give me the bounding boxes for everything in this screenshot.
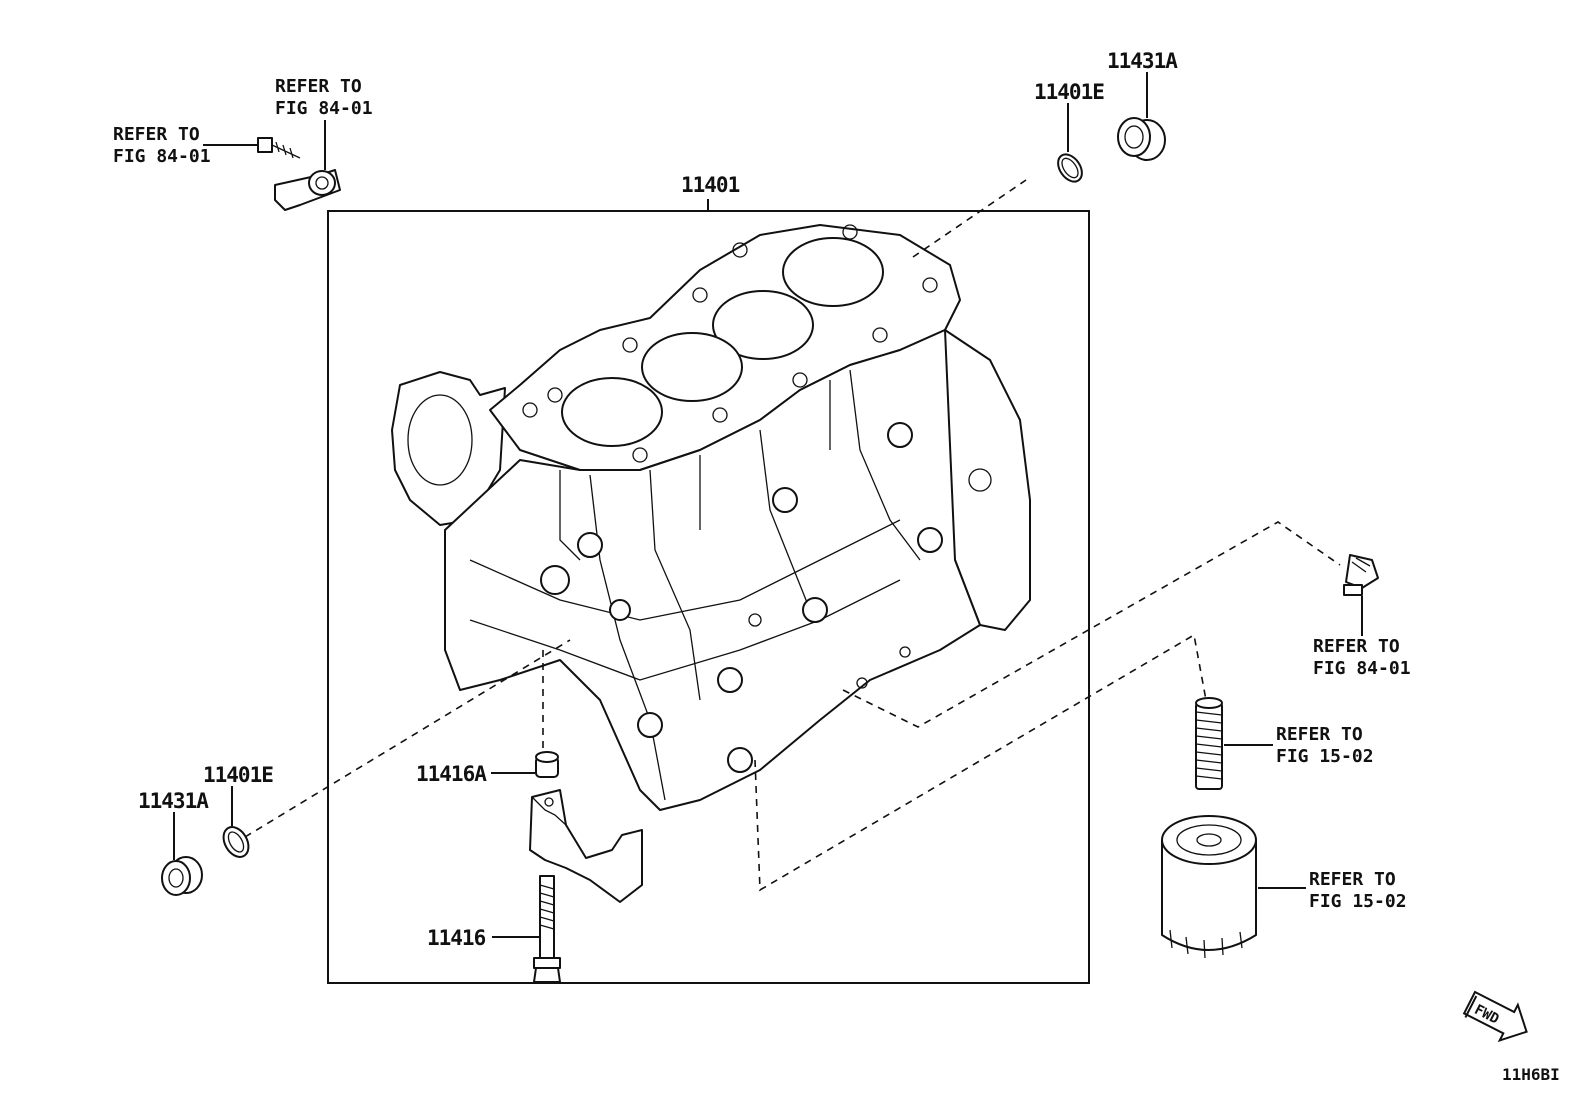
refer-line-2: FIG 84-01	[275, 98, 373, 119]
label-11416a: 11416A	[416, 762, 487, 786]
refer-line-1: REFER TO	[1313, 636, 1400, 657]
cylinder-block-drawing[interactable]	[391, 224, 1031, 811]
refer-line-2: FIG 15-02	[1309, 891, 1407, 912]
refer-line-1: REFER TO	[1276, 724, 1363, 745]
refer-line-2: FIG 15-02	[1276, 746, 1374, 767]
forward-arrow-icon: FWD	[1462, 990, 1528, 1043]
label-11401: 11401	[681, 173, 740, 197]
label-11416: 11416	[427, 926, 486, 950]
cap-bolt[interactable]	[533, 875, 561, 983]
bearing-cap[interactable]	[529, 789, 643, 903]
oil-pressure-sensor[interactable]	[1343, 554, 1379, 596]
label-11401e-left: 11401E	[203, 763, 274, 787]
oil-filter-stud[interactable]	[1195, 697, 1223, 790]
refer-note-oil-stud[interactable]: REFER TO FIG 15-02	[1276, 724, 1374, 768]
knock-sensor[interactable]	[274, 169, 341, 211]
refer-line-2: FIG 84-01	[113, 146, 211, 167]
refer-note-knock-bolt[interactable]: REFER TO FIG 84-01	[113, 124, 211, 168]
knock-sensor-bolt[interactable]	[257, 137, 301, 159]
refer-line-2: FIG 84-01	[1313, 658, 1411, 679]
refer-line-1: REFER TO	[275, 76, 362, 97]
diagram-code: 11H6BI	[1502, 1065, 1560, 1084]
label-11431a-top: 11431A	[1107, 49, 1178, 73]
drain-plug-top[interactable]	[1117, 117, 1166, 161]
refer-note-oil-filter[interactable]: REFER TO FIG 15-02	[1309, 869, 1407, 913]
label-11401e-top: 11401E	[1034, 80, 1105, 104]
refer-note-knock-sensor[interactable]: REFER TO FIG 84-01	[275, 76, 373, 120]
oil-filter[interactable]	[1161, 815, 1257, 959]
refer-line-1: REFER TO	[113, 124, 200, 145]
drain-plug-left[interactable]	[161, 856, 203, 896]
gasket-ring-left[interactable]	[218, 823, 253, 862]
gasket-ring-top[interactable]	[1053, 150, 1087, 186]
refer-line-1: REFER TO	[1309, 869, 1396, 890]
dowel-pin[interactable]	[535, 751, 559, 778]
refer-note-right-sensor[interactable]: REFER TO FIG 84-01	[1313, 636, 1411, 680]
label-11431a-left: 11431A	[138, 789, 209, 813]
